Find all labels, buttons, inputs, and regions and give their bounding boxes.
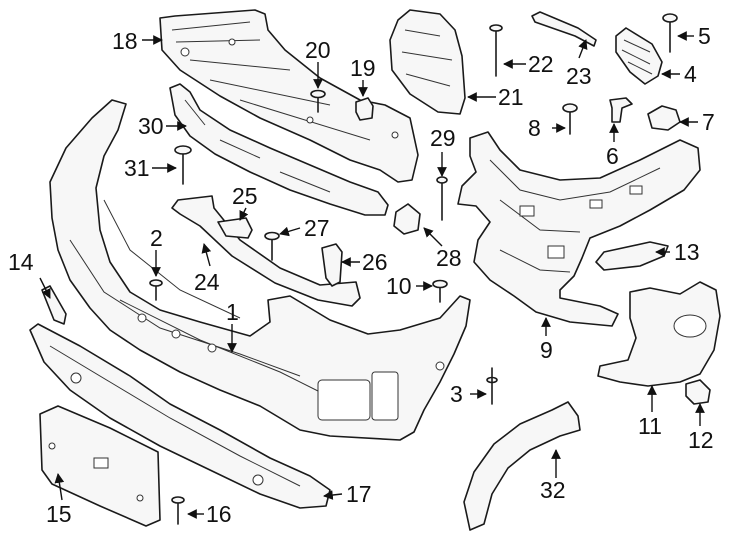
callout-32: 32 [540, 477, 566, 503]
part-4-sensor-bracket [615, 27, 663, 85]
callout-19: 19 [350, 55, 376, 81]
callout-20: 20 [305, 37, 331, 63]
callout-6: 6 [606, 143, 619, 169]
part-15-license-bracket [39, 405, 161, 527]
leader-lines [39, 31, 705, 519]
part-3-stud [486, 367, 498, 405]
part-14-side-trim [41, 285, 67, 325]
callout-14: 14 [8, 249, 34, 275]
part-19-clip [355, 97, 374, 121]
callout-13: 13 [674, 239, 700, 265]
part-2-screw [149, 279, 163, 301]
callout-2: 2 [150, 225, 163, 251]
part-22-bolt [489, 24, 503, 77]
callout-28: 28 [436, 245, 462, 271]
part-12-clip [685, 379, 711, 405]
part-5-bolt [662, 13, 678, 53]
part-27-screw [264, 231, 280, 261]
callout-7: 7 [702, 109, 715, 135]
callout-5: 5 [698, 23, 711, 49]
callout-4: 4 [684, 61, 697, 87]
callout-16: 16 [206, 501, 232, 527]
part-31-push-pin [174, 145, 192, 185]
part-32-wheel-molding [463, 401, 581, 531]
callout-31: 31 [124, 155, 150, 181]
part-11-lamp-bracket [597, 281, 721, 387]
callout-24: 24 [194, 269, 220, 295]
part-6-clip [609, 97, 633, 123]
callout-29: 29 [430, 125, 456, 151]
callout-17: 17 [346, 481, 372, 507]
part-18-upper-reinforcement [159, 9, 419, 183]
part-9-bumper-bracket [457, 131, 701, 327]
callout-12: 12 [688, 427, 714, 453]
callout-26: 26 [362, 249, 388, 275]
part-29-bolt [436, 176, 448, 221]
part-23-trim-strip [531, 11, 597, 47]
callout-10: 10 [386, 273, 412, 299]
part-16-bolt [171, 496, 185, 525]
part-10-screw [432, 279, 448, 303]
callout-18: 18 [112, 28, 138, 54]
part-13-trim [595, 241, 669, 271]
callout-3: 3 [450, 381, 463, 407]
part-20-screw [310, 89, 326, 113]
callout-15: 15 [46, 501, 72, 527]
part-7-nut-clip [647, 105, 681, 131]
callout-30: 30 [138, 113, 164, 139]
callout-9: 9 [540, 337, 553, 363]
part-21-mount-bracket [389, 9, 466, 115]
callout-1: 1 [226, 299, 239, 325]
callout-21: 21 [498, 84, 524, 110]
callout-23: 23 [566, 63, 592, 89]
part-28-bracket [393, 203, 421, 235]
part-8-bolt [562, 103, 578, 135]
callout-27: 27 [304, 215, 330, 241]
part-26-bracket [321, 243, 343, 287]
callout-labels: 18 20 19 21 22 23 5 4 8 6 7 30 31 29 2 2… [8, 23, 715, 527]
callout-25: 25 [232, 183, 258, 209]
callout-22: 22 [528, 51, 554, 77]
callout-11: 11 [638, 413, 662, 439]
part-30-energy-absorber [169, 83, 389, 216]
callout-8: 8 [528, 115, 541, 141]
part-1-bumper-cover [49, 99, 471, 441]
